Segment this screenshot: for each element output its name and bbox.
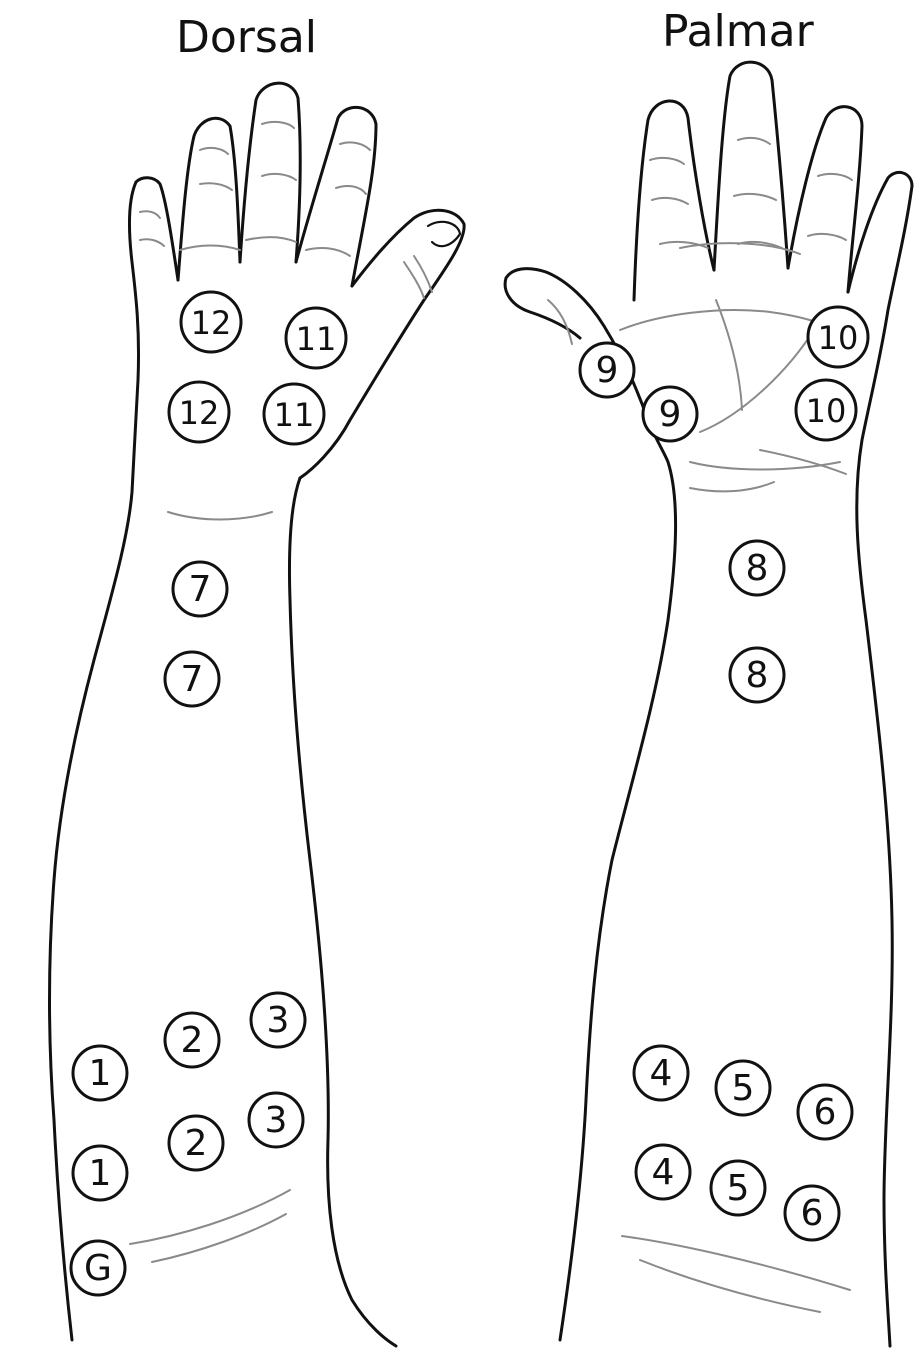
marker-label: 5 <box>732 1068 755 1109</box>
dorsal-marker-G: G <box>71 1241 125 1295</box>
dorsal-marker-12: 12 <box>181 292 241 352</box>
marker-label: 8 <box>746 548 769 589</box>
palmar-marker-6: 6 <box>785 1186 839 1240</box>
palmar-title: Palmar <box>662 10 814 54</box>
marker-label: 3 <box>267 1000 290 1041</box>
marker-label: 6 <box>814 1092 837 1133</box>
palmar-marker-6: 6 <box>798 1085 852 1139</box>
palmar-marker-8: 8 <box>730 541 784 595</box>
marker-label: 2 <box>181 1020 204 1061</box>
dorsal-marker-3: 3 <box>251 993 305 1047</box>
marker-label: 10 <box>806 392 847 430</box>
marker-label: 12 <box>179 394 220 432</box>
marker-label: 11 <box>274 396 315 434</box>
dorsal-marker-2: 2 <box>169 1116 223 1170</box>
dorsal-marker-11: 11 <box>264 384 324 444</box>
marker-label: 9 <box>659 394 682 435</box>
marker-layer: 12 11 12 11 7 7 3 2 1 3 2 1G 10 99 10 8 8 4 5 6 4 5 6 <box>71 292 868 1295</box>
marker-label: 1 <box>89 1153 112 1194</box>
palmar-marker-5: 5 <box>711 1161 765 1215</box>
marker-label: 4 <box>652 1152 675 1193</box>
palmar-marker-9: 9 <box>643 387 697 441</box>
marker-label: 7 <box>181 659 204 700</box>
palmar-marker-10: 10 <box>796 380 856 440</box>
palmar-arm-outline <box>505 62 912 1346</box>
palmar-marker-5: 5 <box>716 1061 770 1115</box>
marker-label: 8 <box>746 655 769 696</box>
palmar-marker-4: 4 <box>634 1046 688 1100</box>
marker-label: G <box>84 1248 112 1289</box>
palmar-marker-4: 4 <box>636 1145 690 1199</box>
palmar-marker-10: 10 <box>808 307 868 367</box>
marker-label: 4 <box>650 1053 673 1094</box>
marker-label: 1 <box>89 1053 112 1094</box>
marker-label: 5 <box>727 1168 750 1209</box>
dorsal-title: Dorsal <box>176 16 317 60</box>
dorsal-marker-7: 7 <box>173 562 227 616</box>
dorsal-marker-11: 11 <box>286 308 346 368</box>
palmar-marker-8: 8 <box>730 648 784 702</box>
dorsal-marker-1: 1 <box>73 1046 127 1100</box>
dorsal-marker-2: 2 <box>165 1013 219 1067</box>
marker-label: 10 <box>818 319 859 357</box>
marker-label: 9 <box>596 350 619 391</box>
marker-label: 7 <box>189 569 212 610</box>
marker-label: 2 <box>185 1123 208 1164</box>
marker-label: 3 <box>265 1100 288 1141</box>
marker-label: 12 <box>191 304 232 342</box>
dorsal-marker-12: 12 <box>169 382 229 442</box>
palmar-skin-creases <box>548 138 852 1312</box>
marker-label: 6 <box>801 1193 824 1234</box>
palmar-marker-9: 9 <box>580 343 634 397</box>
dorsal-marker-3: 3 <box>249 1093 303 1147</box>
marker-label: 11 <box>296 320 337 358</box>
dorsal-marker-7: 7 <box>165 652 219 706</box>
dorsal-marker-1: 1 <box>73 1146 127 1200</box>
